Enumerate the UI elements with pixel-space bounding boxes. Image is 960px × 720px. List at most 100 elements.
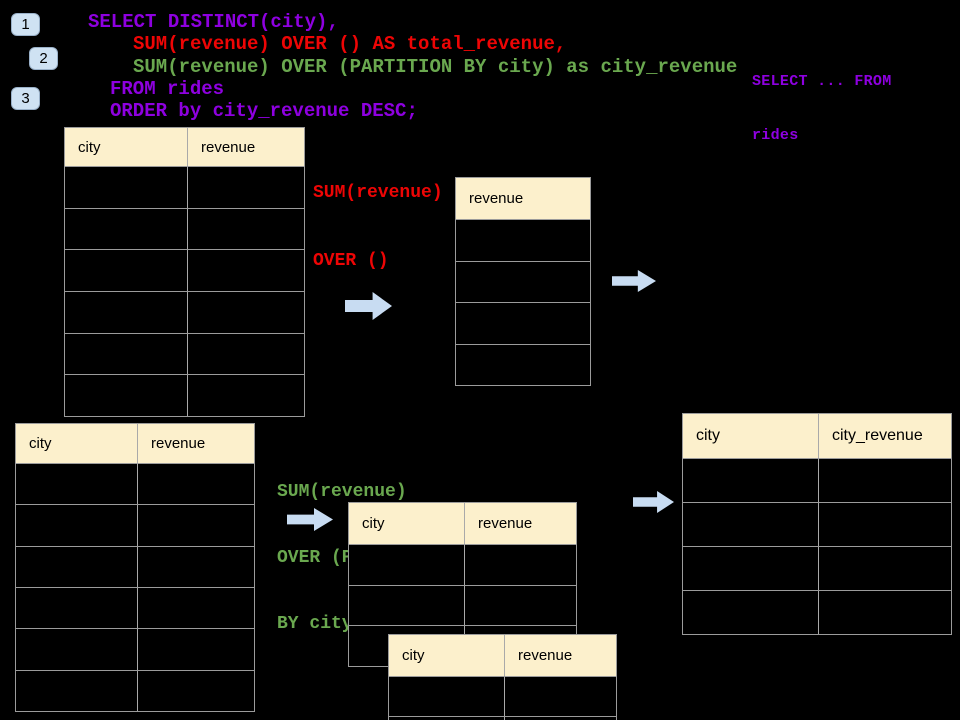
table-cell <box>65 292 187 333</box>
table-partition-back-header: city revenue <box>389 635 616 676</box>
table-cell <box>137 670 254 711</box>
table-row <box>456 302 590 344</box>
table-row <box>65 332 304 375</box>
column-header-revenue: revenue <box>469 190 524 207</box>
table-row <box>16 463 254 505</box>
table-source-top: city revenue <box>64 127 305 417</box>
table-row <box>349 544 576 585</box>
step-badge-3-label: 3 <box>21 90 30 107</box>
table-cell <box>818 547 951 590</box>
table-row <box>65 166 304 208</box>
table-cell <box>456 262 590 303</box>
table-cell <box>389 677 504 716</box>
table-cell <box>456 303 590 344</box>
table-row <box>389 716 616 720</box>
table-row <box>349 584 576 626</box>
sql-snippet-line-2: rides <box>752 127 799 144</box>
sql-snippet-select-from: SELECT ... FROM rides <box>752 37 892 181</box>
table-cell <box>818 459 951 502</box>
table-cell <box>65 334 187 375</box>
table-row <box>389 676 616 716</box>
table-row <box>65 207 304 250</box>
annotation-partition-line-1: SUM(revenue) <box>277 482 407 502</box>
table-cell <box>187 167 304 208</box>
sql-line-total-revenue: SUM(revenue) OVER () AS total_revenue, <box>133 33 567 55</box>
table-cell <box>683 547 818 590</box>
column-header-revenue: revenue <box>187 128 304 166</box>
table-cell <box>65 209 187 250</box>
right-arrow-icon <box>612 270 656 292</box>
table-cell <box>137 505 254 546</box>
annotation-total-line-2: OVER () <box>313 250 389 271</box>
table-row <box>16 586 254 629</box>
step-badge-1-label: 1 <box>21 16 30 33</box>
column-header-revenue: revenue <box>464 503 576 544</box>
column-header-city: city <box>362 515 385 532</box>
table-cell <box>137 464 254 505</box>
table-row <box>683 502 951 546</box>
table-cell <box>137 629 254 670</box>
table-cell <box>464 585 576 626</box>
table-cell <box>16 547 137 587</box>
table-row <box>16 628 254 670</box>
table-cell <box>464 545 576 585</box>
table-cell <box>683 503 818 546</box>
table-cell <box>683 591 818 634</box>
table-cell <box>16 505 137 545</box>
table-row <box>683 458 951 502</box>
column-header-city: city <box>29 435 52 452</box>
table-cell <box>16 671 137 711</box>
table-row <box>456 343 590 386</box>
column-header-revenue: revenue <box>137 424 254 463</box>
table-cell <box>187 333 304 375</box>
table-cell <box>349 586 464 626</box>
table-cell <box>683 459 818 502</box>
sql-line-select: SELECT DISTINCT(city), <box>88 11 339 33</box>
table-total-revenue-header: revenue <box>456 178 590 219</box>
table-cell <box>504 677 616 716</box>
right-arrow-icon <box>287 508 333 531</box>
table-source-bottom-header: city revenue <box>16 424 254 463</box>
annotation-total-line-1: SUM(revenue) <box>313 183 443 203</box>
right-arrow-icon <box>345 292 392 320</box>
table-cell <box>187 208 304 250</box>
table-source-top-header: city revenue <box>65 128 304 166</box>
table-cell <box>504 717 616 720</box>
table-cell <box>818 503 951 546</box>
table-row <box>65 374 304 417</box>
table-cell <box>818 591 951 634</box>
column-header-revenue: revenue <box>504 635 616 676</box>
table-cell <box>137 546 254 587</box>
column-header-city: city <box>78 138 101 156</box>
right-arrow-icon <box>633 491 674 513</box>
column-header-city: city <box>696 427 720 444</box>
column-header-city-revenue: city_revenue <box>818 414 951 458</box>
table-row <box>65 291 304 333</box>
step-badge-2: 2 <box>29 47 58 70</box>
step-badge-1: 1 <box>11 13 40 36</box>
table-cell <box>65 250 187 291</box>
table-row <box>683 590 951 634</box>
sql-snippet-line-1: SELECT ... FROM <box>752 73 892 90</box>
table-cell <box>187 375 304 417</box>
table-row <box>16 669 254 711</box>
table-row <box>456 260 590 303</box>
table-row <box>65 249 304 292</box>
table-cell <box>65 167 187 208</box>
step-badge-3: 3 <box>11 87 40 110</box>
column-header-city: city <box>402 647 425 664</box>
table-cell <box>16 588 137 628</box>
sql-line-from: FROM rides <box>110 78 225 100</box>
table-total-revenue: revenue <box>455 177 591 386</box>
table-cell <box>65 375 187 416</box>
table-cell <box>456 345 590 386</box>
table-cell <box>349 545 464 585</box>
step-badge-2-label: 2 <box>39 50 48 67</box>
annotation-sum-over-total: SUM(revenue) OVER () <box>313 137 443 317</box>
table-cell <box>187 292 304 333</box>
table-cell <box>456 220 590 261</box>
table-result-city-revenue: city city_revenue <box>682 413 952 635</box>
table-row <box>16 545 254 587</box>
table-cell <box>16 629 137 669</box>
